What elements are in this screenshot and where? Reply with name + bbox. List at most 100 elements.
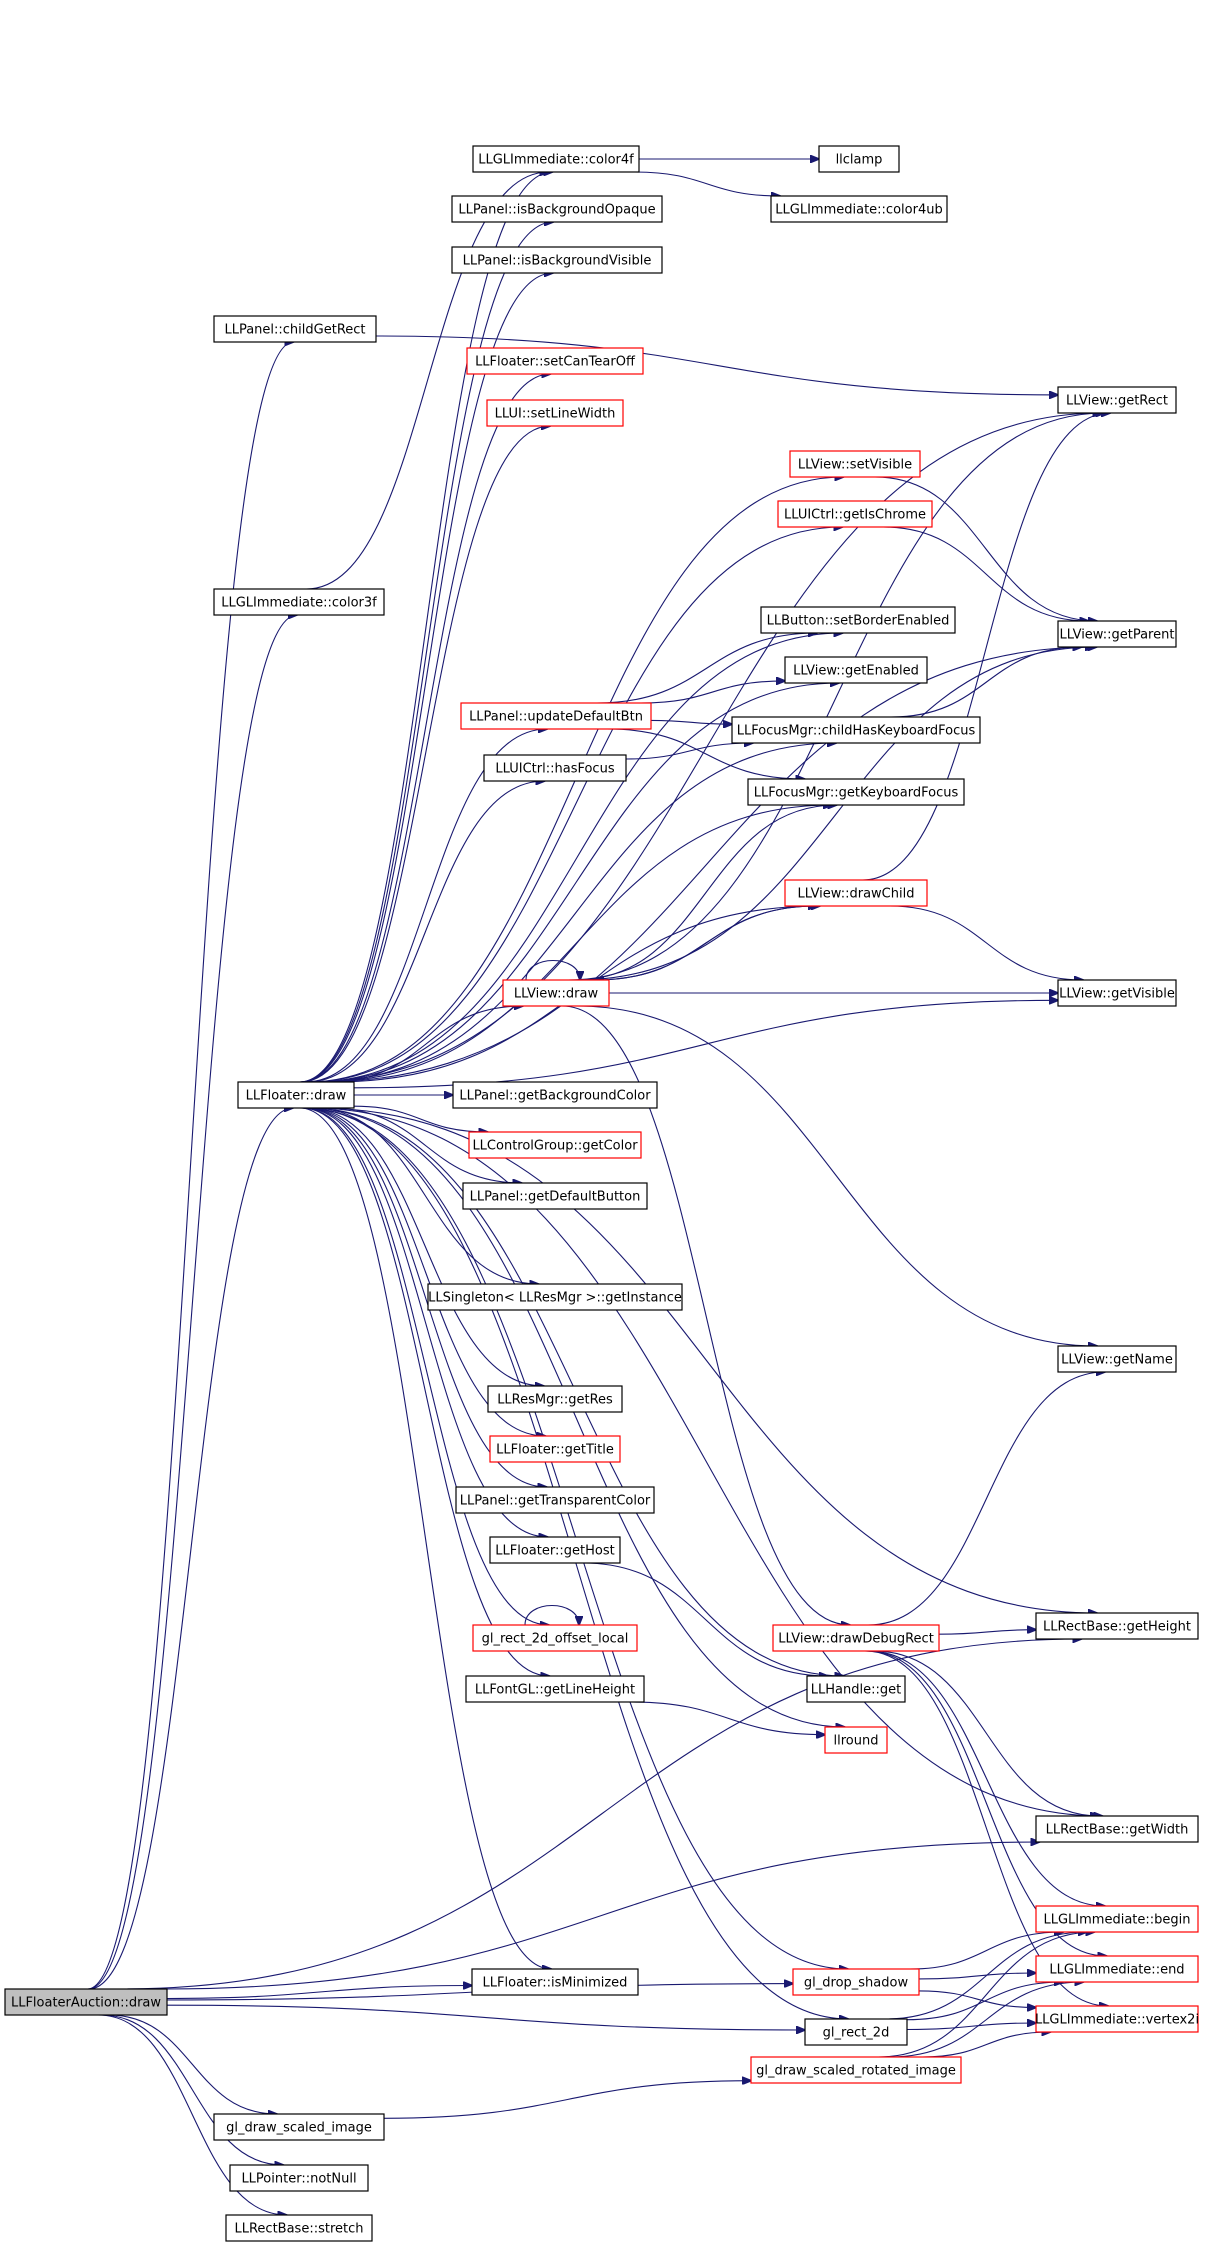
node-childHasKbFocus[interactable]: LLFocusMgr::childHasKeyboardFocus <box>731 716 981 744</box>
node-box[interactable] <box>486 399 624 427</box>
node-handleGet[interactable]: LLHandle::get <box>806 1675 906 1703</box>
node-isMinimized[interactable]: LLFloater::isMinimized <box>471 1968 639 1996</box>
node-box[interactable] <box>789 450 921 478</box>
node-getWidth[interactable]: LLRectBase::getWidth <box>1035 1815 1199 1843</box>
node-box[interactable] <box>1057 386 1177 414</box>
node-box[interactable] <box>760 606 956 634</box>
node-box[interactable] <box>1035 2005 1199 2033</box>
node-box[interactable] <box>460 702 652 730</box>
node-begin[interactable]: LLGLImmediate::begin <box>1035 1905 1199 1933</box>
node-box[interactable] <box>4 1988 168 2016</box>
node-box[interactable] <box>1057 620 1177 648</box>
node-getRect[interactable]: LLView::getRect <box>1057 386 1177 414</box>
node-box[interactable] <box>502 979 610 1007</box>
node-color4f[interactable]: LLGLImmediate::color4f <box>472 145 640 173</box>
node-drawDebugRect[interactable]: LLView::drawDebugRect <box>772 1624 940 1652</box>
node-llclamp[interactable]: llclamp <box>818 145 900 173</box>
node-box[interactable] <box>770 195 948 223</box>
node-viewDraw[interactable]: LLView::draw <box>502 979 610 1007</box>
node-box[interactable] <box>824 1726 888 1754</box>
node-llround[interactable]: llround <box>824 1726 888 1754</box>
node-box[interactable] <box>452 1081 658 1109</box>
node-getInstance[interactable]: LLSingleton< LLResMgr >::getInstance <box>427 1283 683 1311</box>
node-box[interactable] <box>777 500 933 528</box>
node-getColor[interactable]: LLControlGroup::getColor <box>468 1131 642 1159</box>
node-box[interactable] <box>1035 1905 1199 1933</box>
node-getHost[interactable]: LLFloater::getHost <box>489 1536 621 1564</box>
node-getIsChrome[interactable]: LLUICtrl::getIsChrome <box>777 500 933 528</box>
node-box[interactable] <box>804 2018 908 2046</box>
node-setVisible[interactable]: LLView::setVisible <box>789 450 921 478</box>
node-box[interactable] <box>792 1968 920 1996</box>
node-getLineHeight[interactable]: LLFontGL::getLineHeight <box>465 1675 645 1703</box>
node-hasFocus[interactable]: LLUICtrl::hasFocus <box>483 754 627 782</box>
node-isBgVisible[interactable]: LLPanel::isBackgroundVisible <box>451 246 663 274</box>
node-getVisible[interactable]: LLView::getVisible <box>1057 979 1177 1007</box>
node-glRect2d[interactable]: gl_rect_2d <box>804 2018 908 2046</box>
node-setLineWidth[interactable]: LLUI::setLineWidth <box>486 399 624 427</box>
node-setCanTearOff[interactable]: LLFloater::setCanTearOff <box>466 347 644 375</box>
node-box[interactable] <box>818 145 900 173</box>
node-glDropShadow[interactable]: gl_drop_shadow <box>792 1968 920 1996</box>
node-box[interactable] <box>237 1081 355 1109</box>
node-box[interactable] <box>468 1131 642 1159</box>
node-box[interactable] <box>487 1385 623 1413</box>
node-box[interactable] <box>213 2113 385 2141</box>
node-getHeight[interactable]: LLRectBase::getHeight <box>1035 1612 1199 1640</box>
node-box[interactable] <box>472 145 640 173</box>
node-updateDefaultBtn[interactable]: LLPanel::updateDefaultBtn <box>460 702 652 730</box>
node-box[interactable] <box>784 879 928 907</box>
node-box[interactable] <box>466 347 644 375</box>
node-box[interactable] <box>483 754 627 782</box>
node-box[interactable] <box>213 588 385 616</box>
node-box[interactable] <box>451 195 663 223</box>
node-box[interactable] <box>225 2214 373 2242</box>
node-glDrawScaledRotated[interactable]: gl_draw_scaled_rotated_image <box>750 2056 962 2084</box>
node-notNull[interactable]: LLPointer::notNull <box>229 2164 369 2192</box>
node-getName[interactable]: LLView::getName <box>1057 1345 1177 1373</box>
node-isBgOpaque[interactable]: LLPanel::isBackgroundOpaque <box>451 195 663 223</box>
node-floaterDraw[interactable]: LLFloater::draw <box>237 1081 355 1109</box>
node-glDrawScaled[interactable]: gl_draw_scaled_image <box>213 2113 385 2141</box>
node-root[interactable]: LLFloaterAuction::draw <box>4 1988 168 2016</box>
node-box[interactable] <box>784 656 928 684</box>
node-getBgColor[interactable]: LLPanel::getBackgroundColor <box>452 1081 658 1109</box>
node-color4ub[interactable]: LLGLImmediate::color4ub <box>770 195 948 223</box>
node-box[interactable] <box>750 2056 962 2084</box>
node-getRes[interactable]: LLResMgr::getRes <box>487 1385 623 1413</box>
node-end[interactable]: LLGLImmediate::end <box>1035 1955 1199 1983</box>
node-stretch[interactable]: LLRectBase::stretch <box>225 2214 373 2242</box>
node-getDefaultButton[interactable]: LLPanel::getDefaultButton <box>462 1182 648 1210</box>
node-drawChild[interactable]: LLView::drawChild <box>784 879 928 907</box>
node-box[interactable] <box>462 1182 648 1210</box>
node-box[interactable] <box>229 2164 369 2192</box>
node-box[interactable] <box>471 1968 639 1996</box>
node-getEnabled[interactable]: LLView::getEnabled <box>784 656 928 684</box>
node-box[interactable] <box>489 1536 621 1564</box>
node-vertex2i[interactable]: LLGLImmediate::vertex2i <box>1035 2005 1199 2033</box>
node-box[interactable] <box>472 1624 638 1652</box>
node-box[interactable] <box>451 246 663 274</box>
node-box[interactable] <box>1057 979 1177 1007</box>
node-getKbFocus[interactable]: LLFocusMgr::getKeyboardFocus <box>747 778 965 806</box>
node-getTransparentColor[interactable]: LLPanel::getTransparentColor <box>455 1486 655 1514</box>
node-color3f[interactable]: LLGLImmediate::color3f <box>213 588 385 616</box>
node-box[interactable] <box>806 1675 906 1703</box>
node-box[interactable] <box>731 716 981 744</box>
node-getTitle[interactable]: LLFloater::getTitle <box>489 1435 621 1463</box>
node-glRect2dOffset[interactable]: gl_rect_2d_offset_local <box>472 1624 638 1652</box>
node-box[interactable] <box>1035 1955 1199 1983</box>
node-box[interactable] <box>427 1283 683 1311</box>
node-box[interactable] <box>213 315 377 343</box>
node-childGetRect[interactable]: LLPanel::childGetRect <box>213 315 377 343</box>
node-box[interactable] <box>1035 1612 1199 1640</box>
node-box[interactable] <box>489 1435 621 1463</box>
node-box[interactable] <box>1035 1815 1199 1843</box>
node-box[interactable] <box>465 1675 645 1703</box>
node-box[interactable] <box>455 1486 655 1514</box>
node-setBorderEnabled[interactable]: LLButton::setBorderEnabled <box>760 606 956 634</box>
node-getParent[interactable]: LLView::getParent <box>1057 620 1177 648</box>
node-box[interactable] <box>747 778 965 806</box>
node-box[interactable] <box>772 1624 940 1652</box>
node-box[interactable] <box>1057 1345 1177 1373</box>
